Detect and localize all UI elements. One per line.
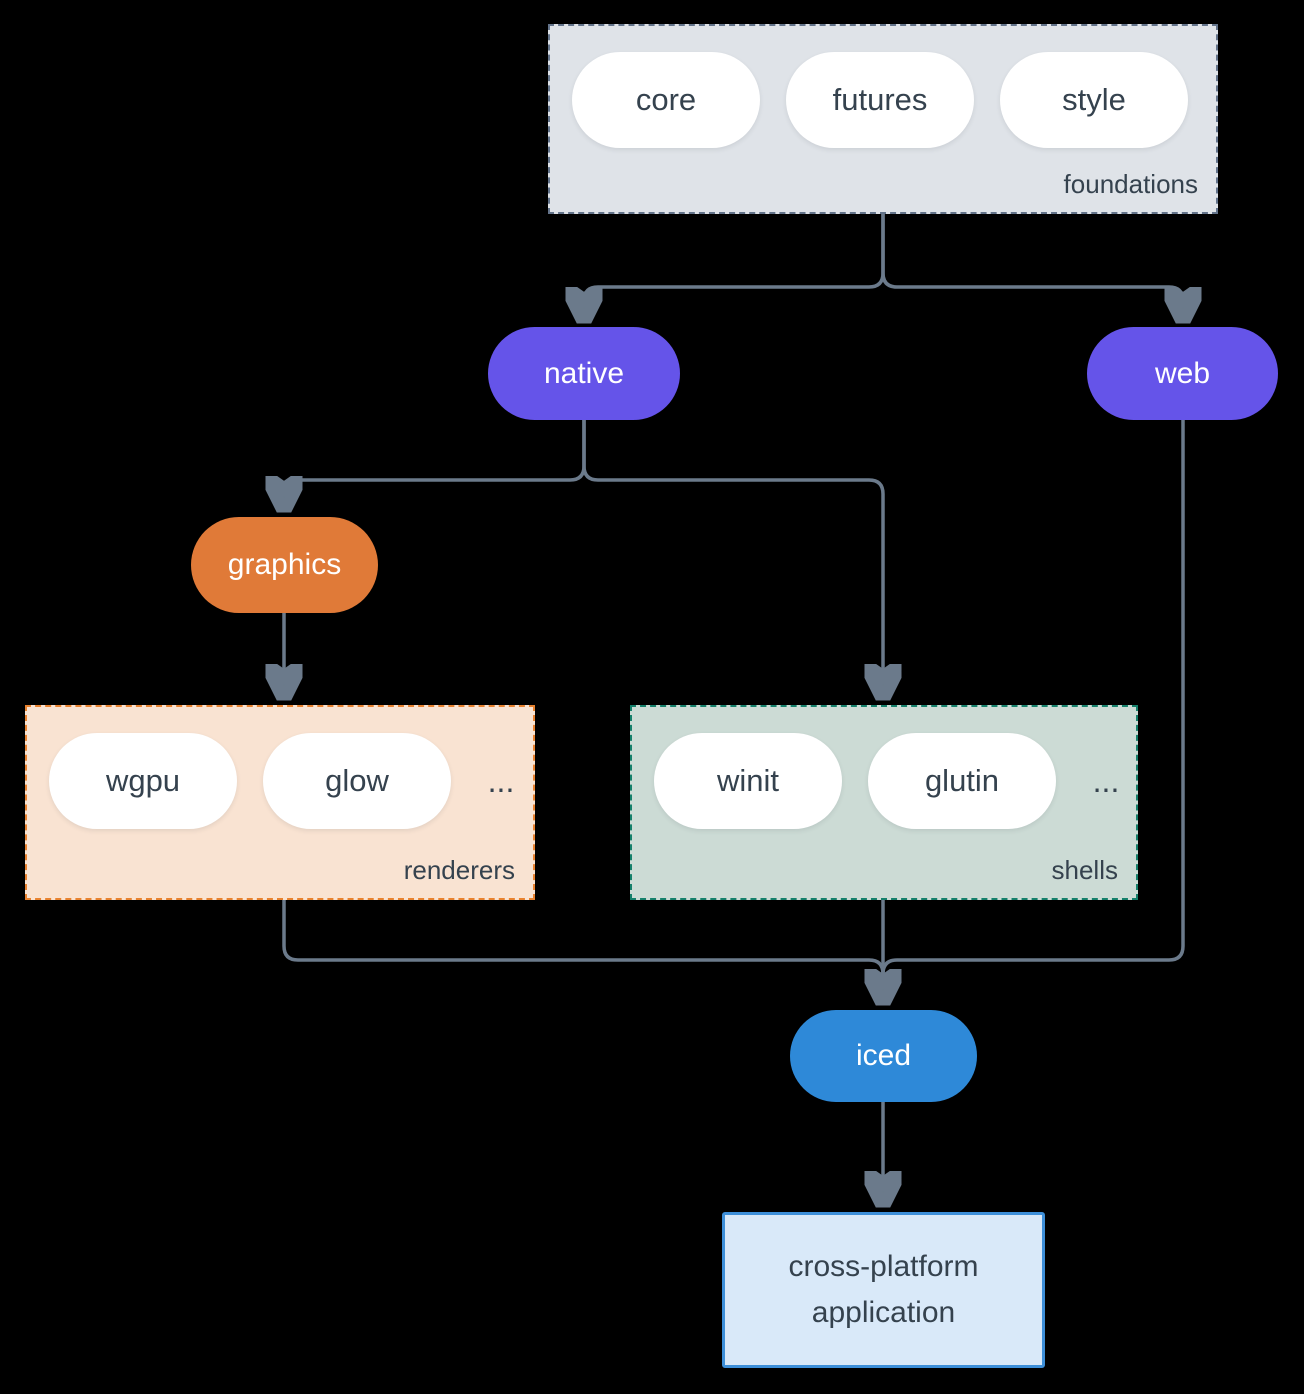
node-iced: iced [790,1010,977,1102]
node-graphics: graphics [191,517,378,613]
pill-glutin: glutin [868,733,1056,829]
shells-group: winit glutin ... shells [630,705,1138,900]
pill-core: core [572,52,760,148]
renderers-label: renderers [403,855,515,885]
renderers-pills: wgpu glow ... [49,733,525,829]
renderers-group: wgpu glow ... renderers [25,705,535,900]
application-label-line2: application [811,1296,956,1329]
foundations-pills: core futures style [572,52,1188,148]
edge-foundations-native [584,214,885,318]
pill-wgpu: wgpu [49,733,237,829]
foundations-label: foundations [1063,169,1198,199]
renderers-ellipsis: ... [487,762,515,799]
node-web: web [1087,327,1278,420]
pill-glow: glow [263,733,451,829]
node-native: native [488,327,680,420]
shells-pills: winit glutin ... [654,733,1130,829]
edge-foundations-web [881,214,1183,318]
application-label-line1: cross-platform [788,1249,979,1283]
edge-native-graphics [284,420,586,507]
edge-renderers-iced [282,900,885,975]
application-box: cross-platform application [722,1212,1045,1368]
pill-futures: futures [786,52,974,148]
pill-winit: winit [654,733,842,829]
edge-native-shells [582,420,883,695]
shells-ellipsis: ... [1092,762,1120,799]
pill-style: style [1000,52,1188,148]
shells-label: shells [1051,855,1118,885]
foundations-group: core futures style foundations [548,24,1218,214]
